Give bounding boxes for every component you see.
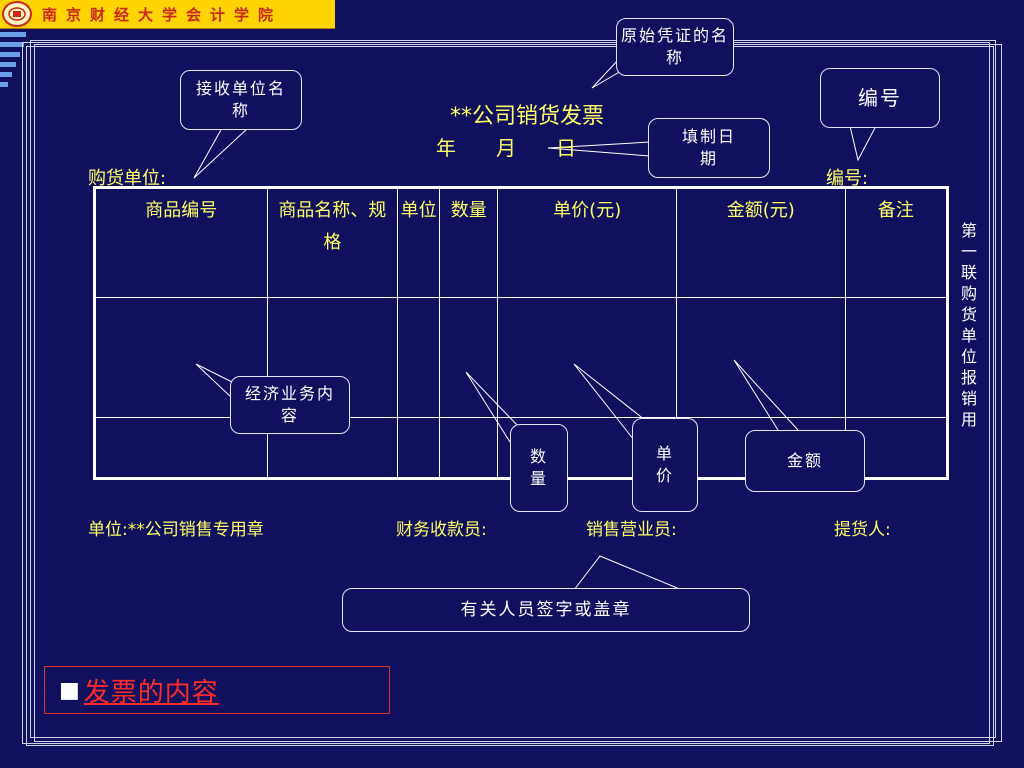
header-remarks: 备注 [844, 187, 949, 298]
footer-unit-seal: 单位:**公司销售专用章 [88, 520, 264, 540]
header-product-code: 商品编号 [94, 187, 268, 298]
table-cell[interactable] [676, 297, 846, 418]
callout-original-voucher-name: 原始凭证的名称 [616, 18, 734, 76]
callout-unit-price: 单价 [632, 418, 698, 512]
callout-receiving-unit-name: 接收单位名称 [180, 70, 302, 130]
invoice-date-line: 年 月 日 [436, 136, 576, 160]
table-cell[interactable] [497, 297, 678, 418]
bullet-square-icon: ■ [59, 677, 80, 703]
header-amount: 金额(元) [676, 187, 846, 298]
callout-fill-date: 填制日期 [648, 118, 770, 178]
table-row [94, 297, 949, 418]
summary-box: ■ 发票的内容 [44, 666, 390, 714]
footer-cashier: 财务收款员: [396, 520, 487, 540]
table-cell[interactable] [439, 417, 499, 479]
header-quantity: 数量 [439, 187, 499, 298]
summary-link[interactable]: 发票的内容 [83, 677, 219, 708]
table-header-row: 商品编号 商品名称、规格 单位 数量 单价(元) 金额(元) 备注 [94, 187, 949, 298]
invoice-title: **公司销货发票 [450, 104, 605, 129]
table-cell[interactable] [439, 297, 499, 418]
school-logo-icon [2, 1, 32, 27]
callout-number: 编号 [820, 68, 940, 128]
callout-amount: 金额 [745, 430, 865, 492]
copy-label-vertical: 第一联 购货单位报销用 [960, 221, 994, 429]
number-label: 编号: [826, 168, 869, 189]
callout-signatures: 有关人员签字或盖章 [342, 588, 750, 632]
callout-quantity: 数量 [510, 424, 568, 512]
header-product-name: 商品名称、规格 [266, 187, 399, 298]
buyer-label: 购货单位: [88, 168, 167, 189]
header-unit-price: 单价(元) [497, 187, 678, 298]
callout-business-content: 经济业务内容 [230, 376, 350, 434]
header-bar: 南京财经大学会计学院 [0, 0, 335, 29]
table-cell[interactable] [397, 297, 441, 418]
table-cell[interactable] [844, 297, 949, 418]
footer-salesperson: 销售营业员: [586, 520, 677, 540]
footer-receiver: 提货人: [834, 520, 891, 540]
school-name: 南京财经大学会计学院 [42, 5, 283, 24]
header-unit: 单位 [397, 187, 441, 298]
table-cell[interactable] [397, 417, 441, 479]
